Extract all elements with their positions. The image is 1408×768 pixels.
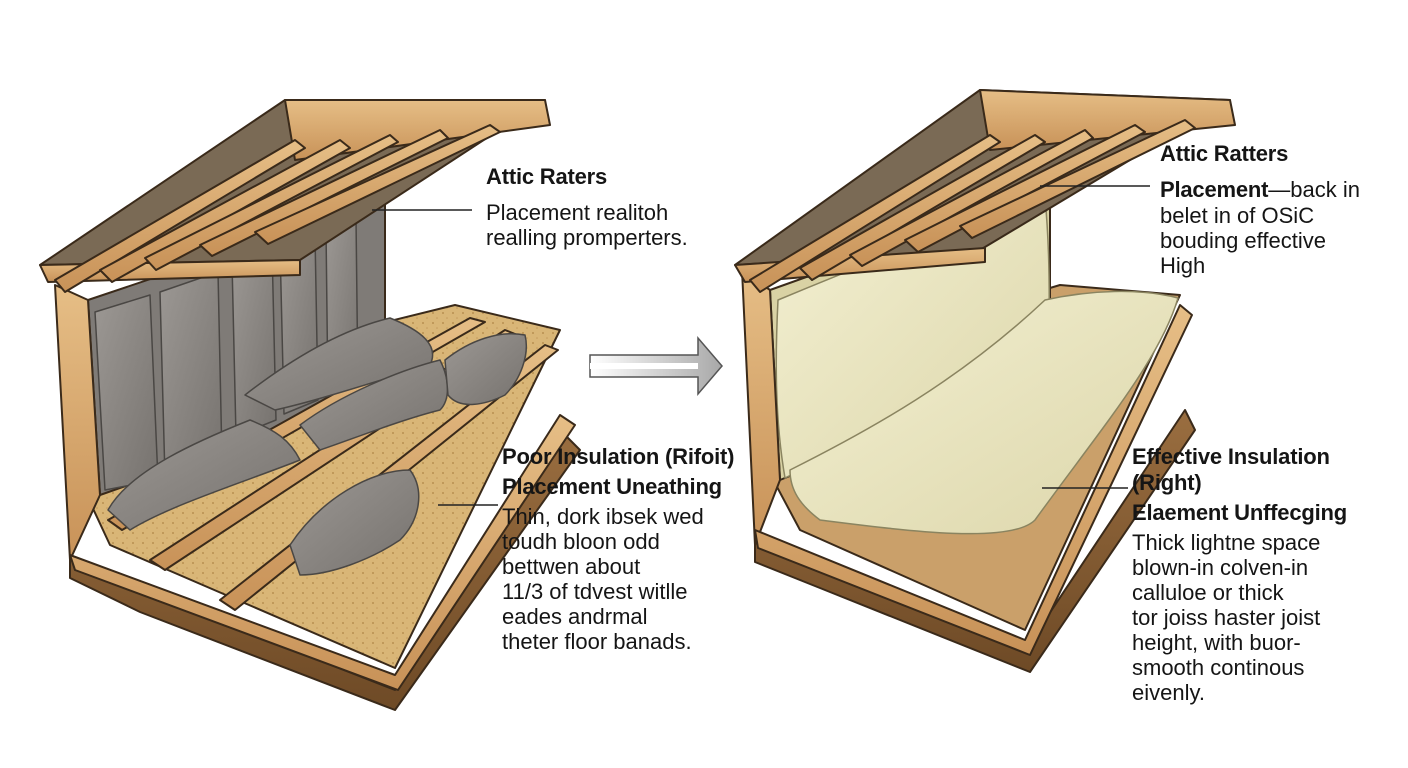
right-eff-subtitle: Elaement Unffecging [1132, 500, 1348, 525]
transition-arrow [589, 335, 723, 397]
left-rafters-callout: Attic Raters Placement realitoh realling… [486, 164, 726, 250]
left-side-wall [54, 284, 101, 561]
right-eff-callout: Effective Insulation (Right) Elaement Un… [1132, 444, 1402, 705]
left-floor-batts [107, 317, 527, 576]
left-poor-text: Thin, dork ibsek wed toudh bloon odd bet… [502, 504, 704, 654]
right-floor-insulation [789, 290, 1179, 535]
right-attic-effective [734, 89, 1236, 673]
left-attic-poor [39, 99, 581, 711]
right-eff-title: Effective Insulation (Right) [1132, 444, 1330, 495]
right-roof-edge [979, 89, 1236, 151]
left-front-sill [69, 414, 576, 691]
left-rafters-title: Attic Raters [486, 164, 608, 189]
right-placement-line: Placement—back in [1160, 177, 1400, 203]
right-front-sill [754, 304, 1193, 656]
right-placement-title: Placement [1160, 177, 1269, 202]
left-poor-callout: Poor Insulation (Rifoit) Placement Uneat… [502, 444, 742, 654]
right-rafters-title: Attic Ratters [1160, 141, 1289, 166]
right-rafters-callout: Attic Ratters Placement—back in belet in… [1160, 141, 1400, 278]
right-placement-text: belet in of OSiC bouding effective High [1160, 203, 1326, 278]
right-placement-dash: —back in [1268, 177, 1360, 202]
left-roof-edge [284, 99, 551, 161]
right-rafters [749, 119, 1196, 293]
left-poor-subtitle: Placement Uneathing [502, 474, 722, 499]
left-rafters [54, 124, 501, 293]
right-eff-text: Thick lightne space blown-in colven-in c… [1132, 530, 1321, 705]
left-rafters-text: Placement realitoh realling promperters. [486, 200, 688, 250]
left-poor-title: Poor Insulation (Rifoit) [502, 444, 735, 469]
